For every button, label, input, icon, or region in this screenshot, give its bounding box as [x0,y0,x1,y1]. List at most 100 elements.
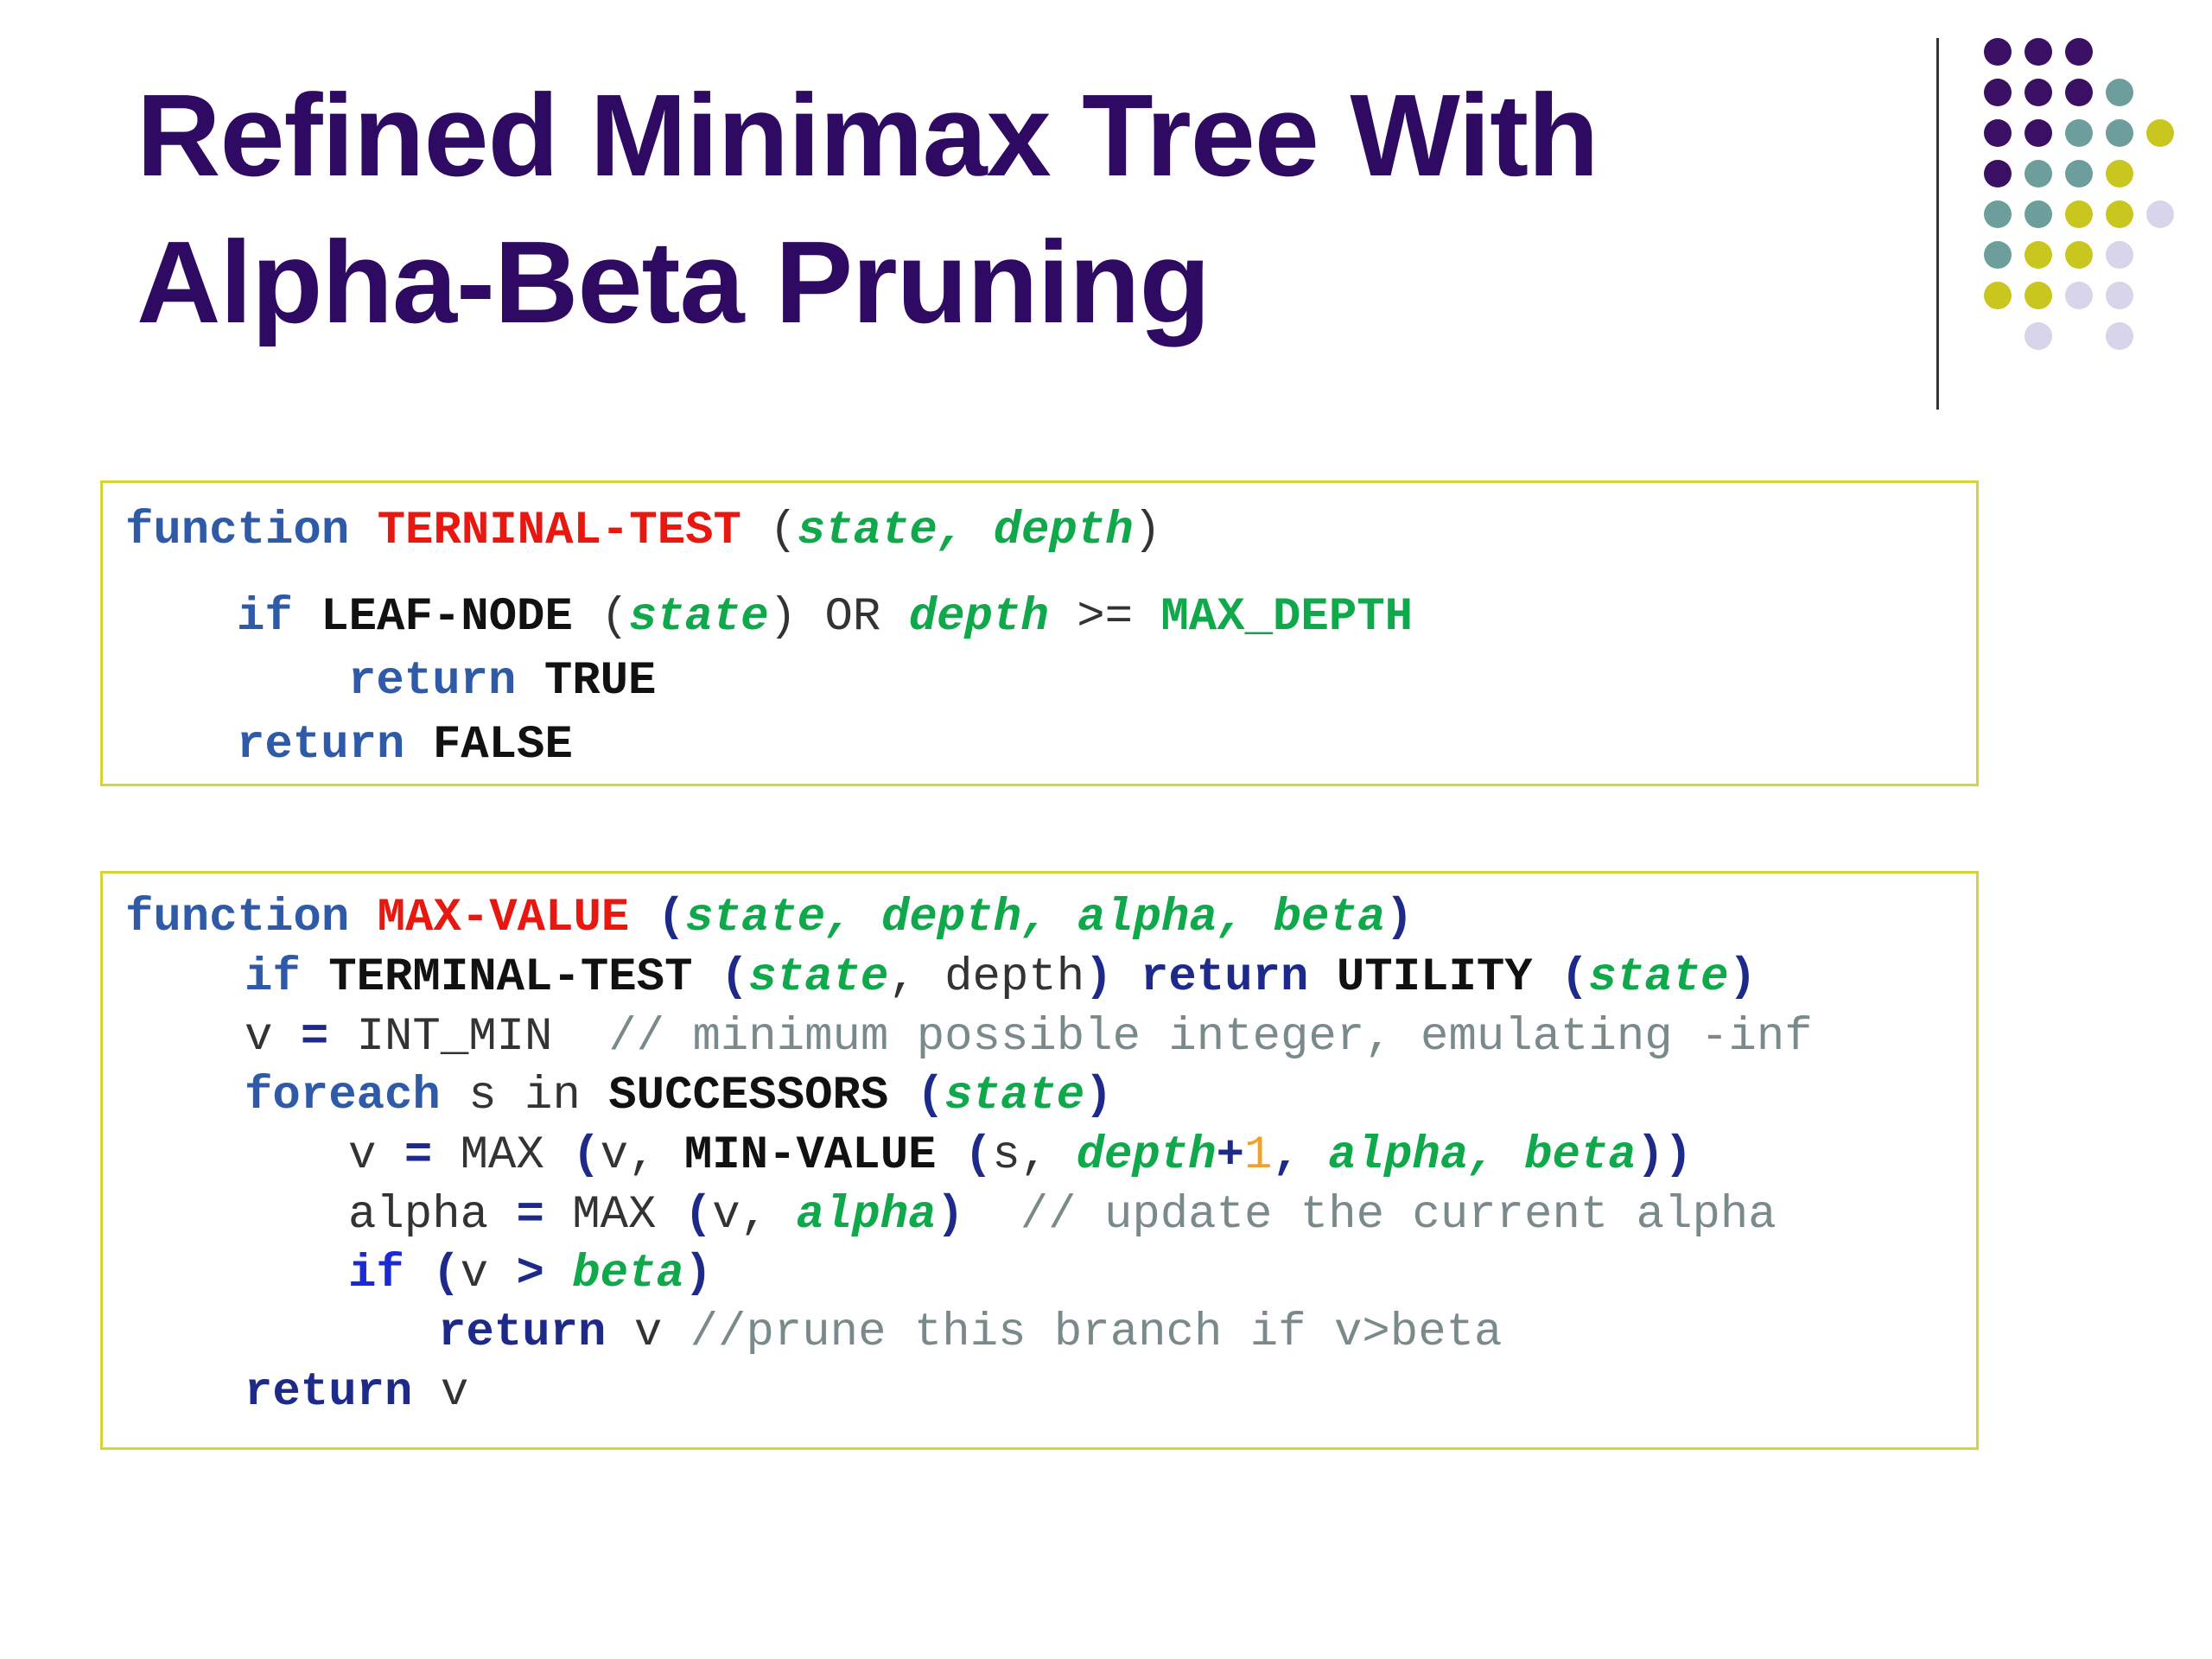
decorative-dot [2065,282,2093,309]
keyword-function: function [125,892,350,944]
variable: alpha [348,1189,489,1242]
paren: ) [683,1248,713,1300]
variable: v [633,1306,663,1359]
comma: , [888,951,917,1004]
decorative-dot [2146,119,2174,147]
decorative-dot [2024,79,2052,106]
param: state, [685,892,854,944]
variable: v [460,1248,489,1300]
param: state [748,951,889,1004]
code-line: function TERNINAL-TEST (state, depth) [125,502,1161,561]
paren: ) [1084,1070,1113,1122]
decorative-dot [2024,38,2052,66]
code-line: return v [245,1363,468,1422]
decorative-dot [1984,200,2012,228]
comment: //prune this branch if v>beta [690,1306,1503,1359]
constant: MAX_DEPTH [1160,591,1414,644]
comment: // minimum possible integer, emulating -… [608,1011,1813,1064]
call-name: MIN-VALUE [683,1129,937,1182]
keyword-foreach: foreach [245,1070,441,1122]
variable: v [245,1011,273,1064]
decorative-dot [2065,38,2093,66]
code-line: function MAX-VALUE (state, depth, alpha,… [125,889,1414,948]
comment: // update the current alpha [1020,1189,1777,1242]
decorative-dot [2024,119,2052,147]
code-line: v = INT_MIN // minimum possible integer,… [245,1008,1813,1067]
loop-var: s in [468,1070,581,1122]
function-name: MAX-VALUE [377,892,630,944]
decorative-dot [2065,79,2093,106]
code-line: if LEAF-NODE (state) OR depth >= MAX_DEP… [237,588,1413,647]
param: depth, [880,892,1050,944]
paren: ( [1560,951,1589,1004]
param: alpha, [1328,1129,1497,1182]
paren: ( [572,1129,601,1182]
variable: v [440,1366,469,1419]
title-line-1: Refined Minimax Tree With [137,70,1599,200]
param: depth [1076,1129,1217,1182]
arg: v, [600,1129,657,1182]
code-line: return v //prune this branch if v>beta [438,1304,1502,1363]
decorative-dot [2106,79,2133,106]
paren: ) [768,591,798,644]
value: TRUE [543,655,657,708]
arg: depth [944,951,1085,1004]
decorative-dot [1984,38,2012,66]
paren: ( [720,951,749,1004]
keyword-if: if [237,591,293,644]
number: 1 [1244,1129,1273,1182]
decorative-divider [1936,38,1939,410]
title-line-2: Alpha-Beta Pruning [137,217,1211,347]
param: state [1588,951,1729,1004]
decorative-dot [2106,282,2133,309]
call-name: TERMINAL-TEST [328,951,693,1004]
decorative-dot [2024,160,2052,188]
operator: = [516,1189,544,1242]
code-line: v = MAX (v, MIN-VALUE (s, depth+1, alpha… [348,1127,1693,1185]
operator: > [516,1248,544,1300]
paren: ( [963,1129,993,1182]
variable: v [348,1129,377,1182]
param: depth [993,505,1134,557]
param: state, [797,505,966,557]
operator: = [404,1129,433,1182]
code-line: alpha = MAX (v, alpha) // update the cur… [348,1186,1777,1245]
constant: INT_MIN [356,1011,553,1064]
decorative-dot [1984,160,2012,188]
code-line: foreach s in SUCCESSORS (state) [245,1067,1113,1126]
decorative-dot [2065,119,2093,147]
keyword-return: return [1141,951,1309,1004]
param: alpha [796,1189,937,1242]
paren: ( [769,505,798,557]
keyword-if: if [245,951,301,1004]
param: alpha, [1077,892,1246,944]
operator: + [1216,1129,1244,1182]
decorative-dot [2065,160,2093,188]
slide-title: Refined Minimax Tree With Alpha-Beta Pru… [137,62,1830,356]
call-name: UTILITY [1336,951,1533,1004]
call-name: MAX [460,1129,544,1182]
keyword-return: return [348,655,517,708]
param: state [628,591,769,644]
operator: = [300,1011,329,1064]
comma: , [1272,1129,1300,1182]
paren: ( [683,1189,713,1242]
param: state [944,1070,1085,1122]
decorative-dot [1984,241,2012,269]
paren: ( [432,1248,461,1300]
paren: ) [1385,892,1414,944]
decorative-dot [2146,200,2174,228]
keyword-return: return [438,1306,607,1359]
paren: ) [936,1189,964,1242]
operator: >= [1077,591,1133,644]
code-line: if TERMINAL-TEST (state, depth) return U… [245,949,1757,1007]
paren: ) [1728,951,1757,1004]
decorative-dot [2106,200,2133,228]
decorative-dot [2106,322,2133,350]
decorative-dot [2065,241,2093,269]
keyword-if: if [348,1248,404,1300]
param: depth [908,591,1049,644]
function-name: TERNINAL-TEST [377,505,741,557]
decorative-dot [1984,79,2012,106]
code-line: if (v > beta) [348,1245,712,1304]
